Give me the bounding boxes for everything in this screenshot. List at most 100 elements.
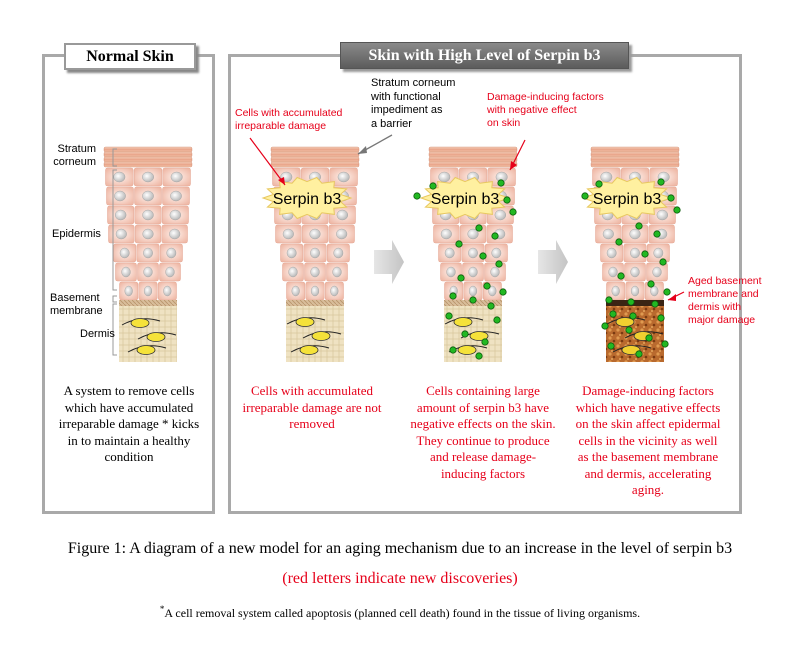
damage-factor-dot [659,258,667,266]
damage-factor-dot [663,288,671,296]
damage-factor-dot [503,196,511,204]
damage-factor-dot [605,296,613,304]
cell-nucleus [288,266,298,278]
damage-factor-dot [673,206,681,214]
cell-nucleus [170,171,183,183]
damage-factor-dot [499,288,507,296]
cell-nucleus [165,266,175,278]
normal-skin-title: Normal Skin [64,43,196,70]
cell-nucleus [440,228,452,240]
damage-factor-dot [491,232,499,240]
damage-factor-dot [429,182,437,190]
cell-nucleus [446,266,456,278]
figure-caption: Figure 1: A diagram of a new model for a… [67,540,733,557]
damage-factor-dot [483,282,491,290]
stratum-plate [270,156,360,163]
cell-nucleus [143,285,153,297]
serpin-burst [261,176,353,220]
cell-nucleus [336,209,349,221]
label-dermis: Dermis [80,328,115,340]
damage-factor-dot [641,250,649,258]
basement-membrane [286,300,344,306]
fibroblast-cell [615,317,635,327]
fibroblast-cell [621,345,641,355]
cell-nucleus [468,266,478,278]
damage-factor-dot [413,192,421,200]
process-arrow-1 [374,240,404,284]
serpin-panel-title: Skin with High Level of Serpin b3 [340,42,629,69]
damage-factor-dot [457,274,465,282]
cell-nucleus [488,285,497,297]
figure-subcaption: (red letters indicate new discoveries) [282,570,518,587]
footnote-text: A cell removal system called apoptosis (… [164,606,641,620]
stratum-plate [103,161,193,168]
damage-factor-dot [609,310,617,318]
cell-nucleus [309,228,321,240]
cell-nucleus [142,171,154,183]
cell-nucleus [121,266,131,278]
cell-nucleus [286,247,297,259]
damage-factor-dot [461,330,469,338]
cell-nucleus [114,190,126,202]
damage-factor-dot [509,208,517,216]
damage-factor-dot [495,260,503,268]
cell-nucleus [652,266,662,278]
serpin-label: Serpin b3 [593,191,662,208]
fibroblast-cell [469,331,489,341]
cell-nucleus [606,247,617,259]
stratum-plate [590,161,680,168]
pointer-cells-damage [249,137,286,186]
damage-factor-dot [635,222,643,230]
fibroblast-cell [299,345,319,355]
cell-nucleus [142,209,154,221]
stratum-plate [270,161,360,168]
fibroblast-cell [295,317,315,327]
serpin-label: Serpin b3 [273,191,342,208]
damage-factor-dot [627,298,635,306]
cell-nucleus [291,285,300,297]
cell-nucleus [142,228,154,240]
fibroblast-cell [130,318,150,328]
cell-nucleus [169,209,182,221]
stratum-plate [270,151,360,158]
cell-nucleus [602,228,614,240]
stratum-plate [428,156,518,163]
cell-nucleus [337,171,350,183]
cell-nucleus [653,247,664,259]
stratum-plate [590,151,680,158]
cell-nucleus [467,228,479,240]
serpin-burst [419,176,511,220]
cell-nucleus [310,285,320,297]
cell-nucleus [611,285,620,297]
cell-nucleus [600,171,613,183]
label-epidermis: Epidermis [52,228,101,240]
damage-factor-dot [617,272,625,280]
process-arrow-2 [538,240,568,284]
cell-nucleus [333,247,344,259]
damage-factor-dot [469,296,477,304]
cell-nucleus [608,266,618,278]
cell-nucleus [656,209,668,221]
serpin-stage-1-column: Serpin b3 [261,146,360,362]
serpin-label: Serpin b3 [431,191,500,208]
damage-factor-dot [651,300,659,308]
cell-nucleus [494,209,507,221]
damage-factor-dot [667,194,675,202]
cell-nucleus [114,209,127,221]
damage-factor-dot [645,334,653,342]
cell-nucleus [169,228,181,240]
fibroblast-cell [136,345,156,355]
fibroblast-cell [457,345,477,355]
damage-factor-dot [615,238,623,246]
cell-nucleus [330,285,339,297]
cell-nucleus [491,247,502,259]
cell-nucleus [143,266,153,278]
damage-factor-dot [635,350,643,358]
damage-factor-dot [653,230,661,238]
cell-nucleus [310,247,320,259]
